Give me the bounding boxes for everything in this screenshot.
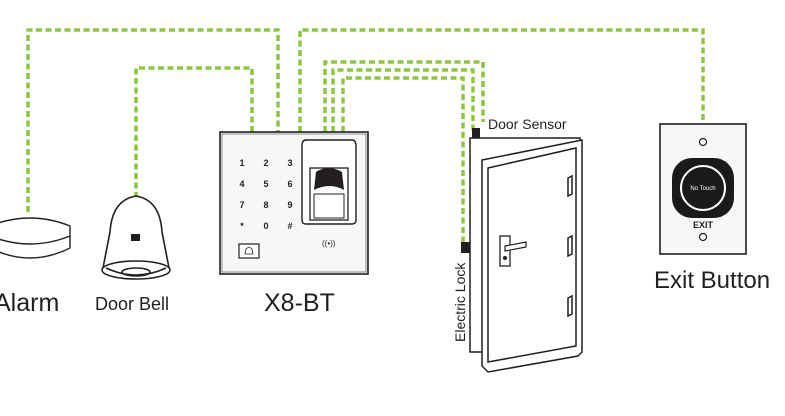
wire-alarm <box>26 28 280 212</box>
alarm-label: Alarm <box>0 289 60 317</box>
keypad-key: 7 <box>239 200 244 210</box>
keypad-key: 6 <box>287 179 292 189</box>
keypad-key: # <box>287 221 292 231</box>
fingerprint-sensor-icon <box>301 139 357 225</box>
keypad-key: * <box>240 221 244 231</box>
keypad: 1 2 3 4 5 6 7 8 9 * 0 # <box>239 158 292 231</box>
wire-door-bell <box>134 66 254 198</box>
keypad-key: 4 <box>239 179 244 189</box>
controller-label: X8-BT <box>264 289 335 317</box>
keypad-key: 9 <box>287 200 292 210</box>
electric-lock-label: Electric Lock <box>452 262 468 342</box>
exit-button-exit-text: EXIT <box>693 220 714 230</box>
wire-door-sensor <box>323 60 485 132</box>
access-controller: 1 2 3 4 5 6 7 8 9 * 0 # ((•)) <box>219 131 369 275</box>
wire-electric-lock <box>341 76 465 246</box>
door-bell-label: Door Bell <box>95 294 170 314</box>
wiring-lines <box>26 28 705 246</box>
bell-icon <box>101 195 171 280</box>
exit-button-label: Exit Button <box>654 267 771 294</box>
siren-icon <box>0 217 71 259</box>
keypad-key: 1 <box>239 158 244 168</box>
keypad-key: 5 <box>263 179 268 189</box>
keypad-key: 2 <box>263 158 268 168</box>
exit-button-face-text: No Touch <box>690 186 715 192</box>
door-sensor-label: Door Sensor <box>488 116 567 132</box>
wire-lock-inner <box>331 68 475 132</box>
keypad-key: 0 <box>263 221 268 231</box>
wire-exit-button <box>298 28 705 132</box>
nfc-icon: ((•)) <box>322 239 336 248</box>
keypad-key: 8 <box>263 200 268 210</box>
door-icon <box>461 128 583 373</box>
exit-button-icon: No Touch EXIT <box>659 123 747 255</box>
keypad-key: 3 <box>287 158 292 168</box>
